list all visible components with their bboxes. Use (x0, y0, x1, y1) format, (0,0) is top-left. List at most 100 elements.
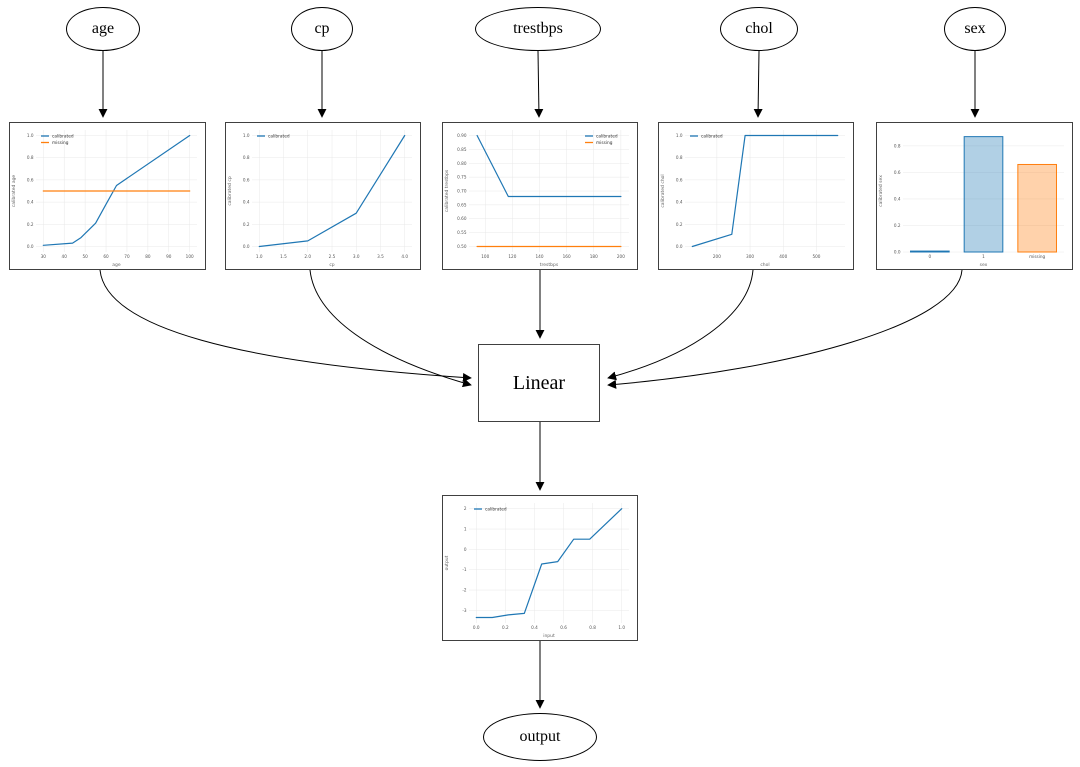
svg-text:3.5: 3.5 (377, 254, 384, 259)
svg-text:trestbps: trestbps (540, 262, 559, 268)
svg-text:30: 30 (41, 254, 47, 259)
svg-text:2.0: 2.0 (304, 254, 311, 259)
svg-text:2.5: 2.5 (329, 254, 336, 259)
svg-text:missing: missing (1029, 254, 1045, 259)
svg-text:0.2: 0.2 (502, 625, 509, 630)
svg-text:0.8: 0.8 (894, 143, 901, 148)
svg-text:400: 400 (779, 254, 787, 259)
svg-text:0.90: 0.90 (457, 133, 467, 138)
svg-text:0.0: 0.0 (894, 250, 901, 255)
svg-text:calibrated: calibrated (268, 134, 290, 140)
svg-text:0.6: 0.6 (560, 625, 567, 630)
input-node-trestbps: trestbps (475, 7, 601, 51)
svg-text:0: 0 (928, 254, 931, 259)
svg-text:-1: -1 (462, 567, 467, 572)
svg-text:0.50: 0.50 (457, 244, 467, 249)
svg-text:1.5: 1.5 (280, 254, 287, 259)
svg-text:100: 100 (481, 254, 489, 259)
svg-text:50: 50 (82, 254, 88, 259)
svg-text:80: 80 (145, 254, 151, 259)
output-node: output (483, 713, 597, 761)
edge-sex-calibrator-to-linear (607, 269, 963, 389)
svg-text:1.0: 1.0 (676, 133, 683, 138)
svg-text:0.8: 0.8 (243, 155, 250, 160)
svg-text:0: 0 (464, 547, 467, 552)
svg-text:1.0: 1.0 (243, 133, 250, 138)
svg-text:90: 90 (166, 254, 172, 259)
svg-text:140: 140 (536, 254, 544, 259)
svg-text:0.6: 0.6 (676, 177, 683, 182)
svg-text:2: 2 (464, 506, 467, 511)
svg-text:0.4: 0.4 (894, 196, 901, 201)
svg-text:age: age (112, 263, 121, 268)
input-node-chol-label: chol (745, 20, 773, 37)
svg-text:0.4: 0.4 (676, 200, 683, 205)
svg-text:0.2: 0.2 (27, 222, 34, 227)
svg-text:sex: sex (980, 263, 988, 268)
svg-text:0.6: 0.6 (894, 170, 901, 175)
svg-text:0.75: 0.75 (457, 175, 467, 180)
svg-text:0.60: 0.60 (457, 216, 467, 221)
svg-text:0.4: 0.4 (27, 200, 34, 205)
svg-text:-2: -2 (462, 588, 467, 593)
svg-text:70: 70 (124, 254, 130, 259)
svg-text:0.6: 0.6 (27, 177, 34, 182)
svg-text:120: 120 (508, 254, 516, 259)
svg-text:output: output (444, 555, 450, 570)
input-node-chol: chol (720, 7, 798, 51)
svg-text:0.2: 0.2 (894, 223, 901, 228)
edge-cp-calibrator-to-linear (309, 269, 472, 388)
svg-text:500: 500 (812, 254, 820, 259)
svg-text:chol: chol (760, 262, 769, 268)
input-node-cp-label: cp (314, 20, 330, 37)
svg-text:calibrated sex: calibrated sex (878, 175, 884, 207)
svg-text:calibrated: calibrated (596, 134, 618, 140)
edge-chol-calibrator-to-linear (607, 269, 754, 381)
svg-text:calibrated: calibrated (52, 134, 74, 140)
svg-text:0.0: 0.0 (473, 625, 480, 630)
svg-text:0.55: 0.55 (457, 230, 467, 235)
svg-text:0.0: 0.0 (27, 244, 34, 249)
svg-text:0.4: 0.4 (243, 200, 250, 205)
svg-text:0.0: 0.0 (243, 244, 250, 249)
svg-text:1.0: 1.0 (618, 625, 625, 630)
svg-text:0.2: 0.2 (243, 222, 250, 227)
svg-text:1.0: 1.0 (27, 133, 34, 138)
svg-text:cp: cp (329, 263, 334, 268)
svg-text:40: 40 (62, 254, 68, 259)
svg-text:0.8: 0.8 (27, 155, 34, 160)
linear-combiner-node: Linear (478, 344, 600, 422)
svg-text:missing: missing (52, 140, 69, 146)
svg-text:0.8: 0.8 (676, 155, 683, 160)
svg-text:200: 200 (617, 254, 625, 259)
svg-text:calibrated cp: calibrated cp (227, 176, 233, 205)
svg-text:1.0: 1.0 (256, 254, 263, 259)
svg-text:calibrated chol: calibrated chol (660, 174, 666, 207)
svg-text:missing: missing (596, 140, 613, 146)
svg-text:180: 180 (590, 254, 598, 259)
svg-text:calibrated: calibrated (701, 134, 723, 140)
svg-text:1: 1 (464, 527, 467, 532)
svg-text:60: 60 (103, 254, 109, 259)
edge-trestbps-to-trestbps-calibrator (534, 50, 544, 118)
input-node-sex: sex (944, 7, 1006, 51)
svg-text:0.0: 0.0 (676, 244, 683, 249)
input-node-age: age (66, 7, 140, 51)
svg-text:0.4: 0.4 (531, 625, 538, 630)
svg-text:0.6: 0.6 (243, 177, 250, 182)
svg-text:input: input (543, 633, 555, 639)
svg-text:0.2: 0.2 (676, 222, 683, 227)
svg-text:300: 300 (746, 254, 754, 259)
svg-text:0.70: 0.70 (457, 189, 467, 194)
linear-combiner-label: Linear (512, 371, 566, 394)
svg-text:0.80: 0.80 (457, 161, 467, 166)
